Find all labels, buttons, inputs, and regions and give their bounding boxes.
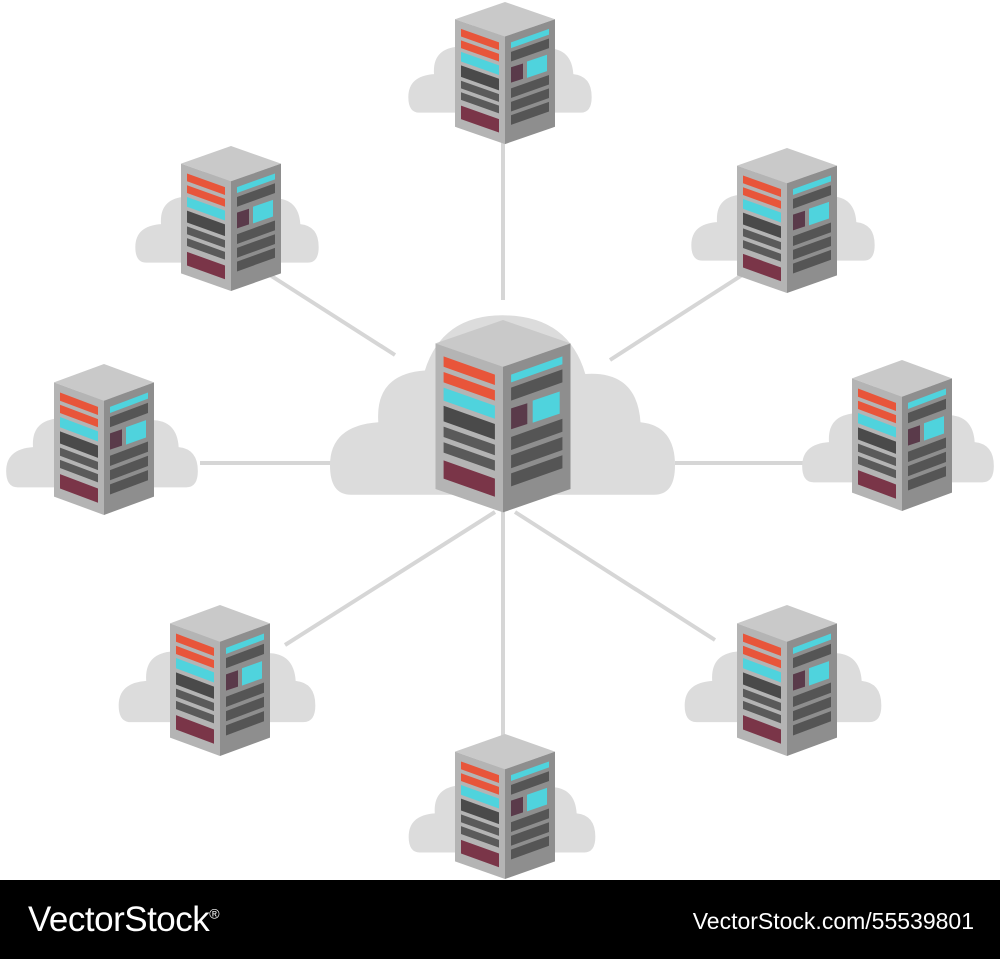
network-diagram: [6, 2, 994, 880]
link-bottom-right: [513, 510, 717, 642]
server-rack-top-right: [737, 148, 837, 294]
connection-lines: [200, 140, 820, 740]
server-rack-top: [455, 2, 555, 145]
image-id-text: VectorStock.com/55539801: [692, 908, 974, 934]
server-rack-top-left: [181, 146, 281, 292]
vectorstock-brand: VectorStock®: [28, 900, 220, 940]
servers: [54, 2, 952, 880]
link-bottom-left: [283, 510, 497, 647]
server-rack-bottom-left: [170, 605, 270, 756]
central-server-rack: [435, 320, 571, 513]
brand-text: VectorStock: [28, 900, 210, 939]
server-rack-bottom-right: [737, 605, 837, 756]
registered-mark: ®: [209, 905, 220, 922]
server-rack-right: [852, 360, 952, 511]
server-rack-left: [54, 364, 154, 515]
link-top-left: [260, 268, 397, 357]
link-top-right: [608, 268, 752, 362]
watermark-footer: VectorStock® VectorStock.com/55539801: [0, 880, 1000, 959]
server-rack-bottom: [455, 734, 555, 880]
